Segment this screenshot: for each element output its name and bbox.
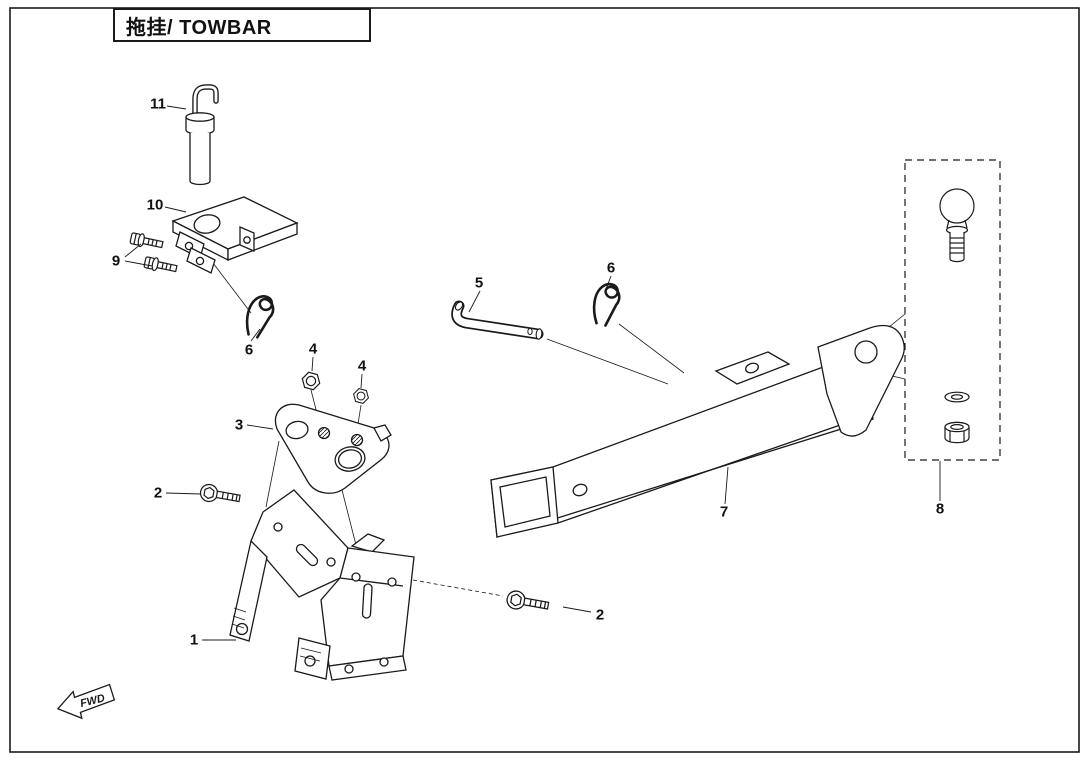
part-7-towbar-beam xyxy=(490,324,905,538)
part-3-mounting-plate xyxy=(274,403,392,494)
callout-1: 1 xyxy=(189,631,199,649)
construction-lines xyxy=(212,262,906,597)
callout-4b: 4 xyxy=(357,357,367,375)
callout-3: 3 xyxy=(234,416,244,434)
part-6-r-clips xyxy=(244,282,622,340)
callout-10: 10 xyxy=(146,196,164,214)
callout-2a: 2 xyxy=(153,484,163,502)
callout-6a: 6 xyxy=(244,341,254,359)
callout-6b: 6 xyxy=(606,259,616,277)
part-11-lynch-pin xyxy=(185,84,219,186)
callout-9: 9 xyxy=(111,252,121,270)
part-10-hitch-bracket xyxy=(171,196,299,274)
callout-2b: 2 xyxy=(595,606,605,624)
part-1-main-bracket xyxy=(229,489,415,681)
callout-8: 8 xyxy=(935,500,945,518)
fwd-arrow: FWD xyxy=(56,683,116,720)
part-4-nuts xyxy=(299,370,371,405)
callout-5: 5 xyxy=(474,274,484,292)
part-5-hitch-pin xyxy=(451,300,544,340)
hitch-ball-hole xyxy=(854,340,878,364)
fwd-label: FWD xyxy=(79,692,106,710)
title-box: 拖挂/ TOWBAR xyxy=(113,8,371,42)
leader-lines xyxy=(124,105,941,641)
part-8-hitch-ball-kit xyxy=(904,159,1001,461)
callout-11: 11 xyxy=(150,95,166,113)
callout-4a: 4 xyxy=(308,340,318,358)
page-border xyxy=(9,7,1080,753)
tow-ball xyxy=(939,188,975,224)
callout-7: 7 xyxy=(719,503,729,521)
tongue-plate xyxy=(817,324,905,437)
page-title: 拖挂/ TOWBAR xyxy=(126,16,272,39)
kit-dashed-box xyxy=(904,159,1001,461)
part-9-bolts xyxy=(129,231,179,276)
